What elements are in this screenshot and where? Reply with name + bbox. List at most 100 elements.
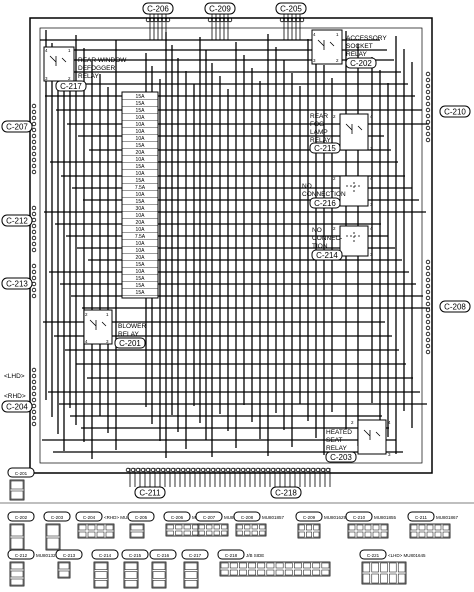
svg-text:3: 3: [388, 452, 391, 457]
svg-text:C-216: C-216: [157, 553, 170, 558]
pin-c212: [31, 229, 37, 235]
pin-c204: [31, 403, 37, 409]
fuse-rating: 10A: [136, 213, 146, 219]
fuse-rating: 20A: [136, 220, 146, 226]
pin-c207: [31, 133, 37, 139]
pin-c210: [425, 83, 431, 89]
pin-c207: [31, 157, 37, 163]
svg-text:RELAY: RELAY: [118, 331, 139, 338]
pin-c209: [223, 17, 229, 23]
svg-text:4: 4: [370, 176, 373, 181]
svg-text:FOG: FOG: [310, 121, 324, 128]
pin-c208: [425, 343, 431, 349]
pin-bottom: [225, 467, 231, 473]
fuse-rating: 20A: [136, 255, 146, 261]
svg-text:C-208: C-208: [444, 303, 466, 312]
svg-text:2: 2: [333, 176, 336, 181]
svg-text:HEATED: HEATED: [326, 429, 352, 436]
pin-c206: [149, 17, 155, 23]
svg-text:CONNEC-: CONNEC-: [312, 235, 342, 242]
pin-bottom: [200, 467, 206, 473]
pin-bottom: [205, 467, 211, 473]
svg-text:C-215: C-215: [314, 144, 336, 153]
pin-c208: [425, 349, 431, 355]
pin-bottom: [280, 467, 286, 473]
svg-text:3: 3: [370, 202, 373, 207]
pin-bottom: [190, 467, 196, 473]
legend-connector-face: C-214: [91, 549, 119, 589]
pin-c206: [145, 17, 151, 23]
svg-text:C-210: C-210: [353, 515, 366, 520]
svg-text:2: 2: [351, 420, 354, 425]
pin-c209: [211, 17, 217, 23]
svg-text:REAR WINDOW: REAR WINDOW: [78, 57, 127, 64]
pin-c208: [425, 271, 431, 277]
fuse-rating: 15A: [136, 290, 146, 296]
pin-c207: [31, 151, 37, 157]
accessory-socket-relay: 4 1 3 2 ACCESSORY SOCKET RELAY C-202: [311, 29, 387, 69]
svg-text:C-201: C-201: [15, 471, 28, 476]
svg-text:DEFOGGER: DEFOGGER: [78, 65, 116, 72]
pin-c212: [31, 247, 37, 253]
svg-text:C-203: C-203: [330, 453, 352, 462]
svg-text:4: 4: [45, 48, 48, 53]
pin-c204: [31, 379, 37, 385]
pin-bottom: [165, 467, 171, 473]
fuse-rating: 10A: [136, 192, 146, 198]
svg-text:TION: TION: [312, 243, 328, 250]
pin-c210: [425, 77, 431, 83]
svg-text:2: 2: [68, 76, 71, 81]
pin-c207: [31, 115, 37, 121]
legend-connector-face: C-216: [149, 549, 177, 589]
rhd-tag: <RHD>: [4, 393, 26, 400]
svg-text:C-205: C-205: [135, 515, 148, 520]
fuse-block: [121, 91, 159, 299]
svg-text:C-210: C-210: [444, 108, 466, 117]
svg-text:SOCKET: SOCKET: [346, 43, 373, 50]
pin-c210: [425, 89, 431, 95]
svg-text:2: 2: [336, 58, 339, 63]
svg-text:C-211: C-211: [139, 489, 161, 498]
fuse-rating: 15A: [136, 262, 146, 268]
pin-c208: [425, 307, 431, 313]
pin-c204: [31, 421, 37, 427]
pin-bottom: [125, 467, 131, 473]
pin-bottom: [260, 467, 266, 473]
svg-text:C-212: C-212: [6, 217, 28, 226]
fuse-rating: 10A: [136, 136, 146, 142]
svg-text:MU801857: MU801857: [262, 515, 285, 520]
svg-text:C-214: C-214: [99, 553, 112, 558]
connector-c208-right: C-208: [439, 300, 471, 313]
svg-text:C-217: C-217: [189, 553, 202, 558]
fuse-rating: 15A: [136, 101, 146, 107]
connector-c207-left: C-207: [1, 120, 33, 133]
pin-c212: [31, 205, 37, 211]
pin-bottom: [220, 467, 226, 473]
pin-bottom: [290, 467, 296, 473]
pin-c213: [31, 269, 37, 275]
fuse-rating: 10A: [136, 122, 146, 128]
pin-c210: [425, 125, 431, 131]
pin-c209: [227, 17, 233, 23]
pin-c209: [219, 17, 225, 23]
connector-c212-left: C-212: [1, 214, 33, 227]
pin-bottom: [150, 467, 156, 473]
svg-text:C-205: C-205: [280, 5, 302, 14]
blower-relay: 2 1 4 3 BLOWER RELAY C-201: [83, 309, 146, 349]
pin-bottom: [265, 467, 271, 473]
svg-text:NO: NO: [312, 227, 322, 234]
svg-text:3: 3: [313, 58, 316, 63]
svg-text:NO: NO: [302, 183, 312, 190]
fuse-rating: 20A: [136, 150, 146, 156]
pin-bottom: [140, 467, 146, 473]
pin-c208: [425, 295, 431, 301]
pin-c208: [425, 265, 431, 271]
pin-c213: [31, 281, 37, 287]
svg-text:C-204: C-204: [6, 403, 28, 412]
connector-c209-top: C-209: [204, 2, 236, 15]
svg-text:C-202: C-202: [350, 59, 372, 68]
